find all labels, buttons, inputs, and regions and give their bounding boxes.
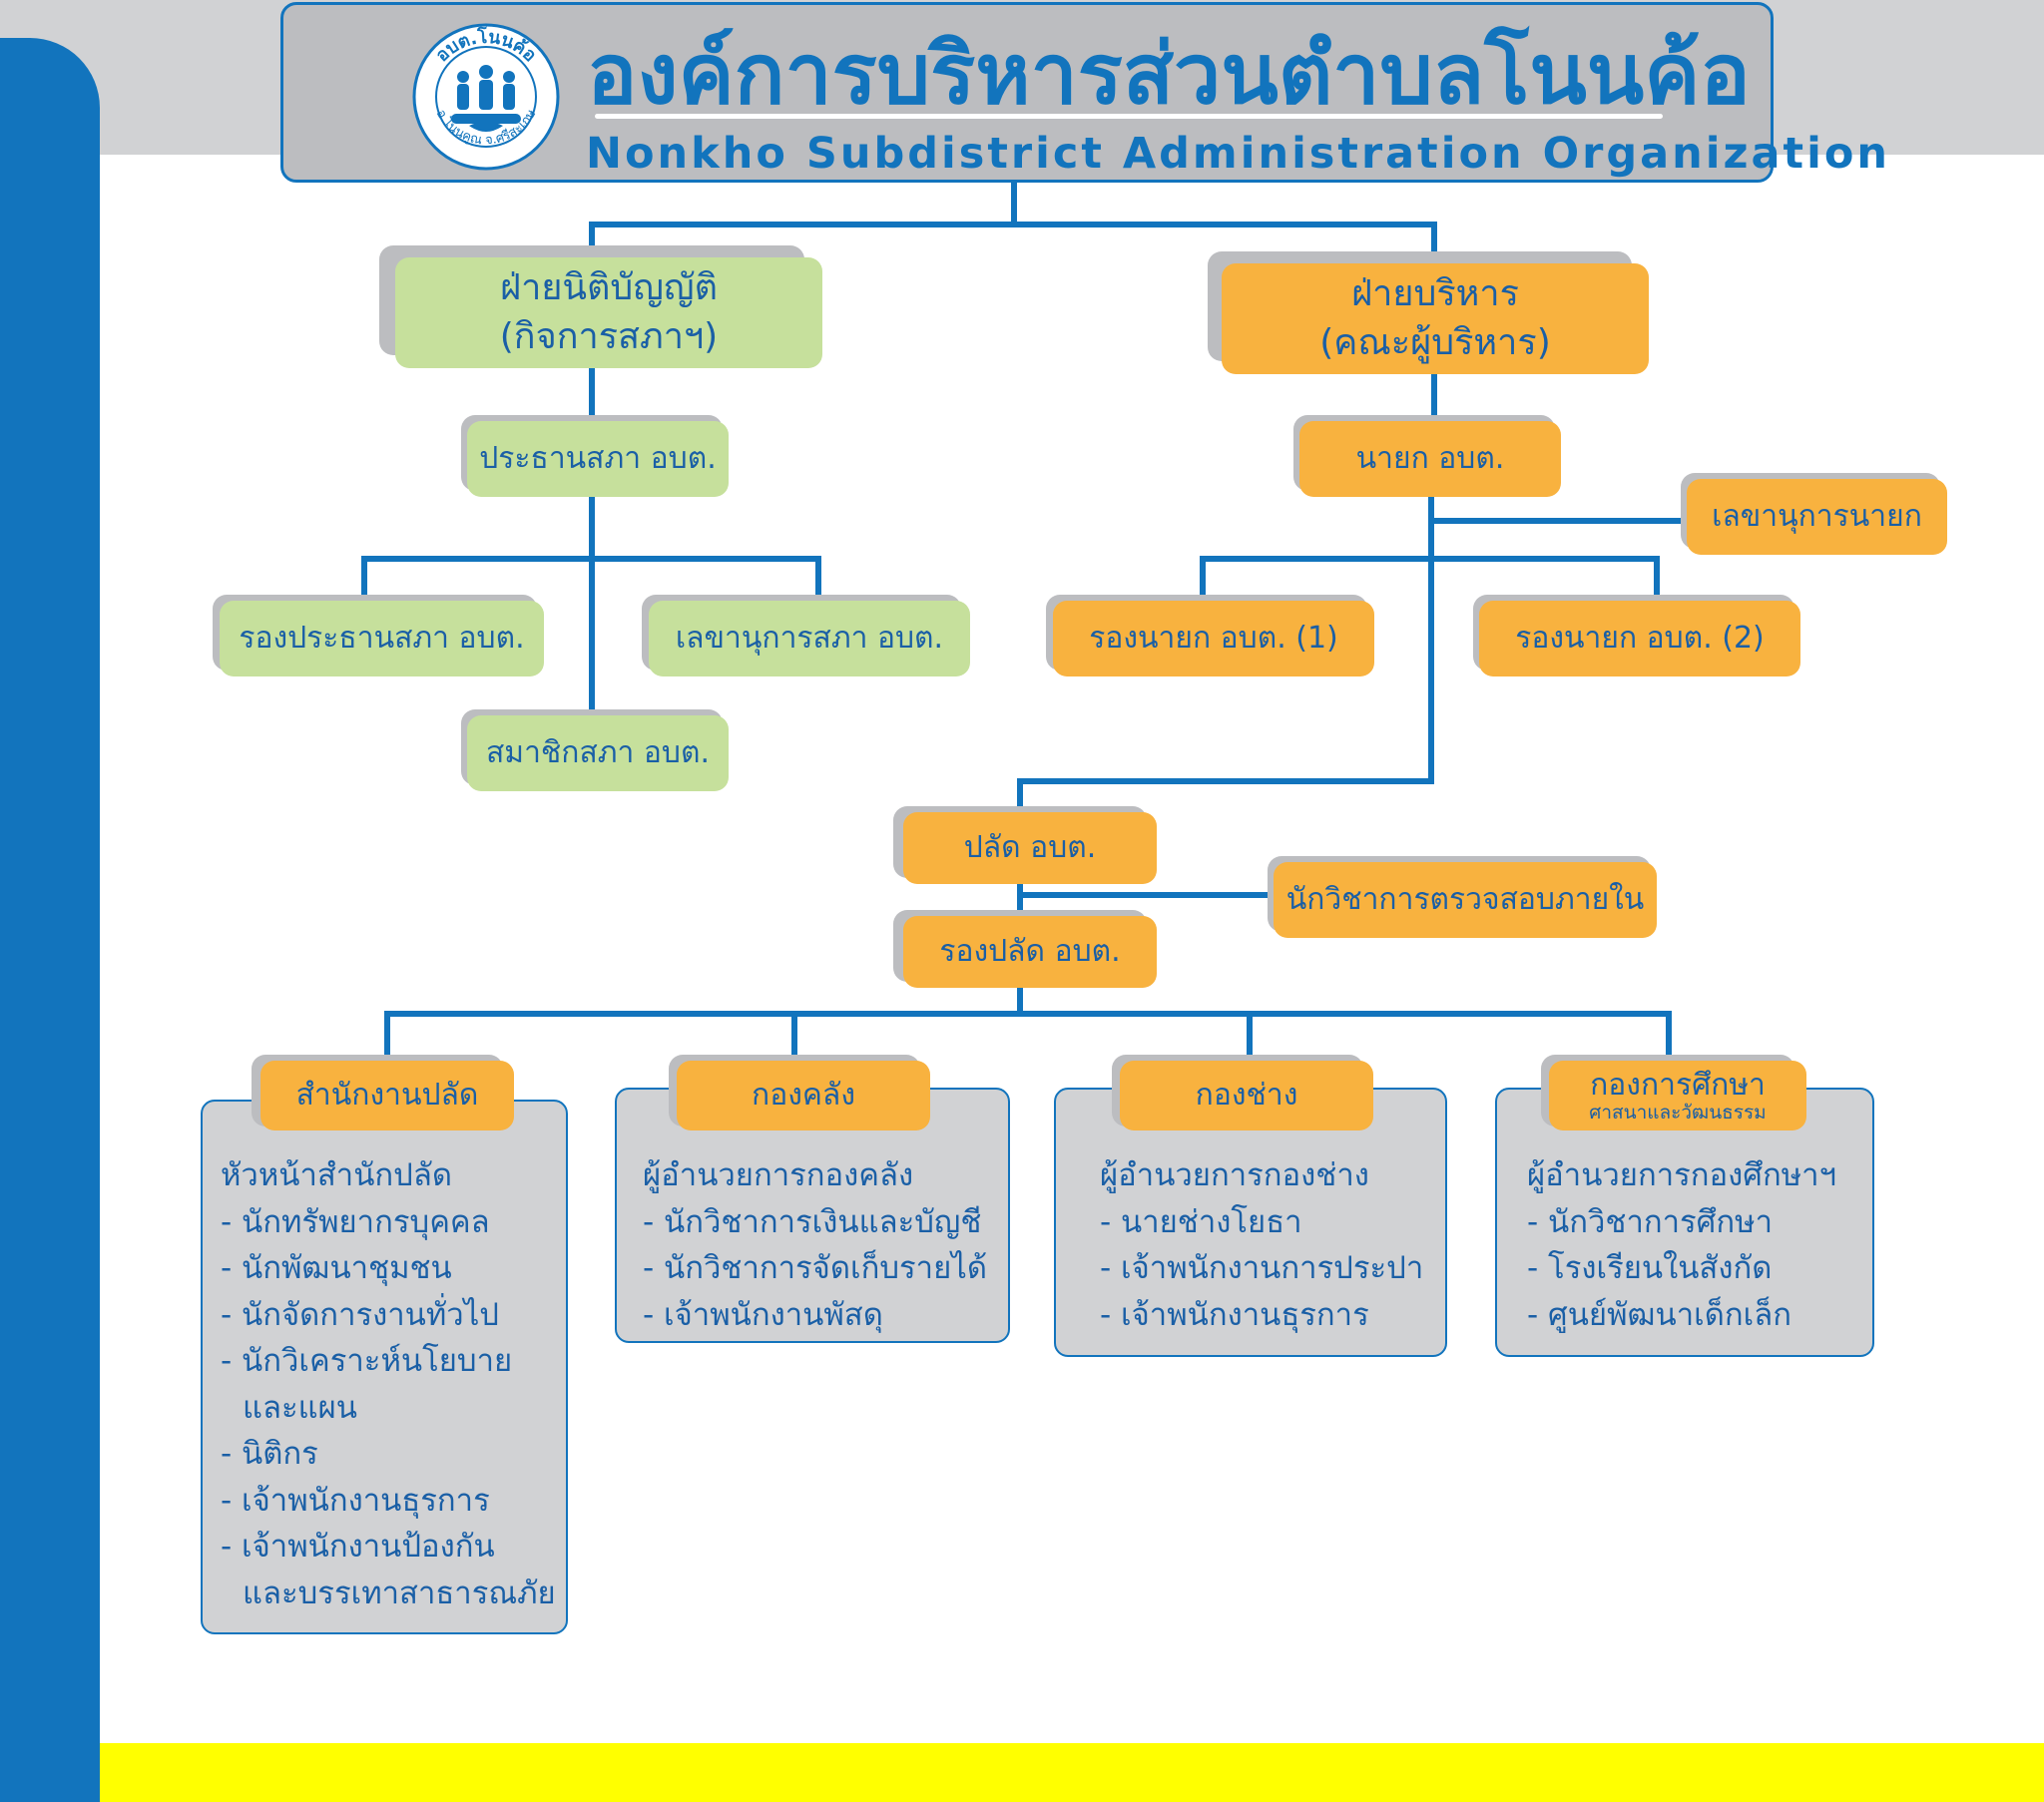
executive-branch-title: ฝ่ายบริหาร bbox=[1351, 272, 1519, 314]
staff-item: และแผน bbox=[243, 1389, 357, 1426]
deputy-mayor-2-label: รองนายก อบต. (2) bbox=[1515, 620, 1765, 656]
mayor-box: นายก อบต. bbox=[1299, 421, 1561, 497]
mayor-secretary-box: เลขานุการนายก bbox=[1687, 479, 1947, 555]
staff-item: - นักวิเคราะห์นโยบาย bbox=[221, 1343, 513, 1379]
staff-item: - นักจัดการงานทั่วไป bbox=[221, 1296, 499, 1333]
council-members-box: สมาชิกสภา อบต. bbox=[467, 715, 729, 791]
deputy-mayor-1-box: รองนายก อบต. (1) bbox=[1053, 601, 1374, 676]
staff-list-engineering: ผู้อำนวยการกองช่าง - นายช่างโยธา - เจ้าพ… bbox=[1100, 1152, 1423, 1338]
council-chairman-box: ประธานสภา อบต. bbox=[467, 421, 729, 497]
executive-branch-box: ฝ่ายบริหาร (คณะผู้บริหาร) bbox=[1222, 263, 1649, 374]
staff-item: - นายช่างโยธา bbox=[1100, 1203, 1302, 1240]
council-chairman-label: ประธานสภา อบต. bbox=[479, 440, 717, 476]
staff-item: ผู้อำนวยการกองคลัง bbox=[643, 1157, 914, 1193]
mayor-secretary-label: เลขานุการนายก bbox=[1712, 498, 1922, 534]
executive-branch-subtitle: (คณะผู้บริหาร) bbox=[1319, 321, 1551, 363]
staff-item: - นักทรัพยากรบุคคล bbox=[221, 1203, 490, 1240]
council-secretary-box: เลขานุการสภา อบต. bbox=[649, 601, 970, 676]
legislative-branch-title: ฝ่ายนิติบัญญัติ bbox=[500, 266, 718, 308]
staff-list-office: หัวหน้าสำนักปลัด - นักทรัพยากรบุคคล - นั… bbox=[221, 1152, 556, 1616]
deputy-mayor-1-label: รองนายก อบต. (1) bbox=[1089, 620, 1338, 656]
department-header-finance: กองคลัง bbox=[677, 1061, 930, 1130]
legislative-branch-box: ฝ่ายนิติบัญญัติ (กิจการสภาฯ) bbox=[395, 257, 822, 368]
deputy-permanent-secretary-box: รองปลัด อบต. bbox=[903, 916, 1157, 988]
department-subtitle: ศาสนาและวัฒนธรรม bbox=[1589, 1102, 1767, 1124]
department-header-education: กองการศึกษา ศาสนาและวัฒนธรรม bbox=[1549, 1061, 1806, 1130]
title-thai: องค์การบริหารส่วนตำบลโนนค้อ bbox=[587, 25, 1751, 123]
council-members-label: สมาชิกสภา อบต. bbox=[485, 734, 710, 770]
staff-item: - นักวิชาการจัดเก็บรายได้ bbox=[643, 1250, 987, 1286]
staff-item: - โรงเรียนในสังกัด bbox=[1527, 1250, 1773, 1286]
department-name: สำนักงานปลัด bbox=[295, 1077, 479, 1113]
staff-item: - นักวิชาการเงินและบัญชี bbox=[643, 1203, 982, 1240]
left-blue-bar bbox=[0, 38, 100, 1802]
department-panel-office bbox=[201, 1100, 568, 1634]
internal-auditor-box: นักวิชาการตรวจสอบภายใน bbox=[1274, 862, 1657, 938]
council-vice-chairman-box: รองประธานสภา อบต. bbox=[220, 601, 544, 676]
mayor-label: นายก อบต. bbox=[1355, 440, 1505, 476]
title-underline bbox=[595, 114, 1663, 119]
council-secretary-label: เลขานุการสภา อบต. bbox=[675, 620, 944, 656]
permanent-secretary-box: ปลัด อบต. bbox=[903, 812, 1157, 884]
staff-item: - เจ้าพนักงานธุรการ bbox=[221, 1482, 490, 1519]
council-vice-chairman-label: รองประธานสภา อบต. bbox=[239, 620, 525, 656]
deputy-mayor-2-box: รองนายก อบต. (2) bbox=[1479, 601, 1800, 676]
department-name: กองช่าง bbox=[1195, 1077, 1298, 1113]
department-name: กองคลัง bbox=[752, 1077, 855, 1113]
staff-item: ผู้อำนวยการกองช่าง bbox=[1100, 1157, 1369, 1193]
staff-item: - เจ้าพนักงานป้องกัน bbox=[221, 1529, 495, 1565]
staff-item: และบรรเทาสาธารณภัย bbox=[243, 1575, 556, 1611]
legislative-branch-subtitle: (กิจการสภาฯ) bbox=[499, 315, 719, 357]
staff-item: - เจ้าพนักงานธุรการ bbox=[1100, 1296, 1369, 1333]
staff-item: - นักวิชาการศึกษา bbox=[1527, 1203, 1773, 1240]
organization-logo: อบต.โนนค้อ อ.โนนคูณ จ.ศรีสะเกษ bbox=[411, 22, 561, 172]
department-panel-education bbox=[1495, 1088, 1874, 1357]
staff-item: - นักพัฒนาชุมชน bbox=[221, 1250, 452, 1286]
staff-item: - ศูนย์พัฒนาเด็กเล็ก bbox=[1527, 1296, 1791, 1333]
bottom-yellow-band bbox=[100, 1743, 2044, 1802]
staff-list-finance: ผู้อำนวยการกองคลัง - นักวิชาการเงินและบั… bbox=[643, 1152, 987, 1338]
deputy-permanent-secretary-label: รองปลัด อบต. bbox=[939, 933, 1121, 969]
staff-list-education: ผู้อำนวยการกองศึกษาฯ - นักวิชาการศึกษา -… bbox=[1527, 1152, 1836, 1338]
staff-item: - เจ้าพนักงานพัสดุ bbox=[643, 1296, 883, 1333]
internal-auditor-label: นักวิชาการตรวจสอบภายใน bbox=[1285, 881, 1645, 917]
staff-item: - เจ้าพนักงานการประปา bbox=[1100, 1250, 1424, 1286]
department-header-engineering: กองช่าง bbox=[1120, 1061, 1373, 1130]
permanent-secretary-label: ปลัด อบต. bbox=[963, 829, 1097, 865]
department-header-office: สำนักงานปลัด bbox=[260, 1061, 514, 1130]
department-name: กองการศึกษา bbox=[1590, 1068, 1766, 1103]
staff-item: - นิติกร bbox=[221, 1436, 318, 1472]
staff-item: ผู้อำนวยการกองศึกษาฯ bbox=[1527, 1157, 1836, 1193]
title-english: Nonkho Subdistrict Administration Organi… bbox=[586, 129, 1890, 179]
staff-item: หัวหน้าสำนักปลัด bbox=[221, 1157, 452, 1193]
